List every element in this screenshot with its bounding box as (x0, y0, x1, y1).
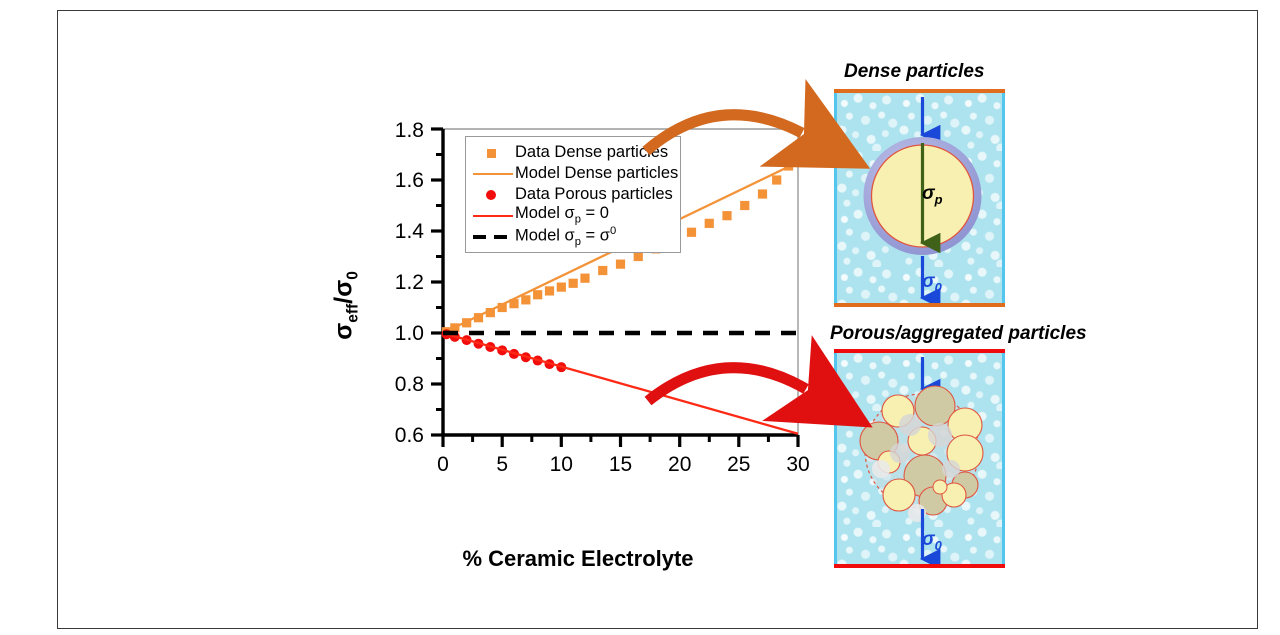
legend-key-dash-black-icon (471, 228, 515, 246)
plot-svg: 0.6 0.8 1.0 1.2 1.4 1.6 1.8 0 5 10 15 20… (395, 119, 810, 476)
y-tick-0: 0.6 (395, 424, 424, 447)
dense-sigma-p-label: σp (922, 183, 943, 207)
y-tick-6: 1.8 (395, 119, 424, 142)
porous-bottom-band (834, 564, 1005, 568)
porous-sigma-0-label: σ0 (922, 529, 942, 553)
x-tick-labels: 0 5 10 15 20 25 30 (437, 453, 810, 476)
legend-item-model-dense[interactable]: Model Dense particles (471, 163, 678, 184)
diagram-porous-title: Porous/aggregated particles (830, 323, 1087, 344)
diagram-porous-particles: Porous/aggregated particles (818, 323, 1087, 593)
x-tick-6: 30 (786, 453, 809, 476)
data-point (686, 227, 697, 237)
dense-diagram-svg (863, 97, 982, 303)
data-point (544, 286, 555, 296)
data-point (533, 290, 543, 300)
porous-top-band (834, 349, 1005, 353)
legend-item-model-sigma-p-sigma0[interactable]: Model σp = σ0 (471, 224, 673, 248)
legend-key-line-orange-icon (471, 165, 515, 183)
x-tick-4: 20 (668, 453, 691, 476)
data-point (740, 200, 750, 211)
dense-bottom-band (834, 303, 1005, 307)
y-tick-1: 0.8 (395, 373, 424, 396)
porous-subparticles (859, 385, 984, 522)
plot-legend: Data Dense particles Model Dense particl… (465, 136, 681, 253)
porous-medium-box (834, 353, 1005, 564)
porous-diagram-svg (859, 357, 984, 564)
data-point (485, 308, 495, 318)
x-tick-2: 10 (550, 453, 573, 476)
legend-label-data-porous: Data Porous particles (515, 185, 673, 204)
legend-item-model-sigma-p-zero[interactable]: Model σp = 0 (471, 205, 673, 226)
data-point (704, 218, 714, 228)
data-point (580, 273, 590, 283)
data-point (497, 302, 507, 313)
figure-frame: 0.6 0.8 1.0 1.2 1.4 1.6 1.8 0 5 10 15 20… (57, 10, 1258, 629)
data-point (757, 189, 768, 199)
y-tick-3: 1.2 (395, 271, 424, 294)
data-point (556, 282, 566, 292)
dense-top-band (834, 89, 1005, 93)
connector-arrows-layer (642, 78, 873, 428)
y-tick-labels: 0.6 0.8 1.0 1.2 1.4 1.6 1.8 (395, 119, 425, 447)
legend-label-model-sigma-p-zero: Model σp = 0 (515, 204, 609, 226)
data-point (521, 295, 531, 305)
diagram-dense-particles: Dense particles (818, 61, 1048, 321)
legend-item-data-dense[interactable]: Data Dense particles (471, 142, 673, 163)
y-tick-4: 1.4 (395, 220, 425, 243)
legend-key-circle-red-icon (471, 186, 515, 204)
data-point (473, 313, 484, 323)
diagram-dense-title: Dense particles (844, 61, 985, 82)
curved-arrow-porous-icon (644, 335, 873, 428)
legend-key-square-orange-icon (471, 144, 515, 162)
x-tick-3: 15 (609, 453, 632, 476)
dense-sigma-0-label: σ0 (922, 271, 942, 295)
x-tick-1: 5 (496, 453, 508, 476)
data-point (722, 211, 732, 221)
plot-panel: 0.6 0.8 1.0 1.2 1.4 1.6 1.8 0 5 10 15 20… (330, 106, 818, 571)
series-line-model-p-0 (442, 331, 799, 435)
x-tick-0: 0 (437, 453, 449, 476)
curved-arrow-dense-icon (642, 78, 871, 169)
data-point (615, 259, 626, 269)
legend-item-data-porous[interactable]: Data Porous particles (471, 184, 673, 205)
legend-key-line-red-icon (471, 207, 515, 225)
x-axis-title: % Ceramic Electrolyte (462, 546, 694, 571)
data-point (633, 251, 643, 262)
legend-label-model-dense: Model Dense particles (515, 164, 679, 183)
data-point (509, 299, 519, 309)
data-point (598, 265, 608, 276)
y-axis (431, 127, 445, 437)
y-tick-5: 1.6 (395, 169, 424, 192)
x-tick-5: 25 (727, 453, 750, 476)
x-axis (441, 433, 800, 447)
data-point (568, 278, 578, 288)
data-point (772, 175, 782, 185)
legend-label-data-dense: Data Dense particles (515, 143, 669, 162)
y-tick-2: 1.0 (395, 322, 424, 345)
legend-label-model-sigma-p-sigma0: Model σp = σ0 (515, 224, 617, 248)
